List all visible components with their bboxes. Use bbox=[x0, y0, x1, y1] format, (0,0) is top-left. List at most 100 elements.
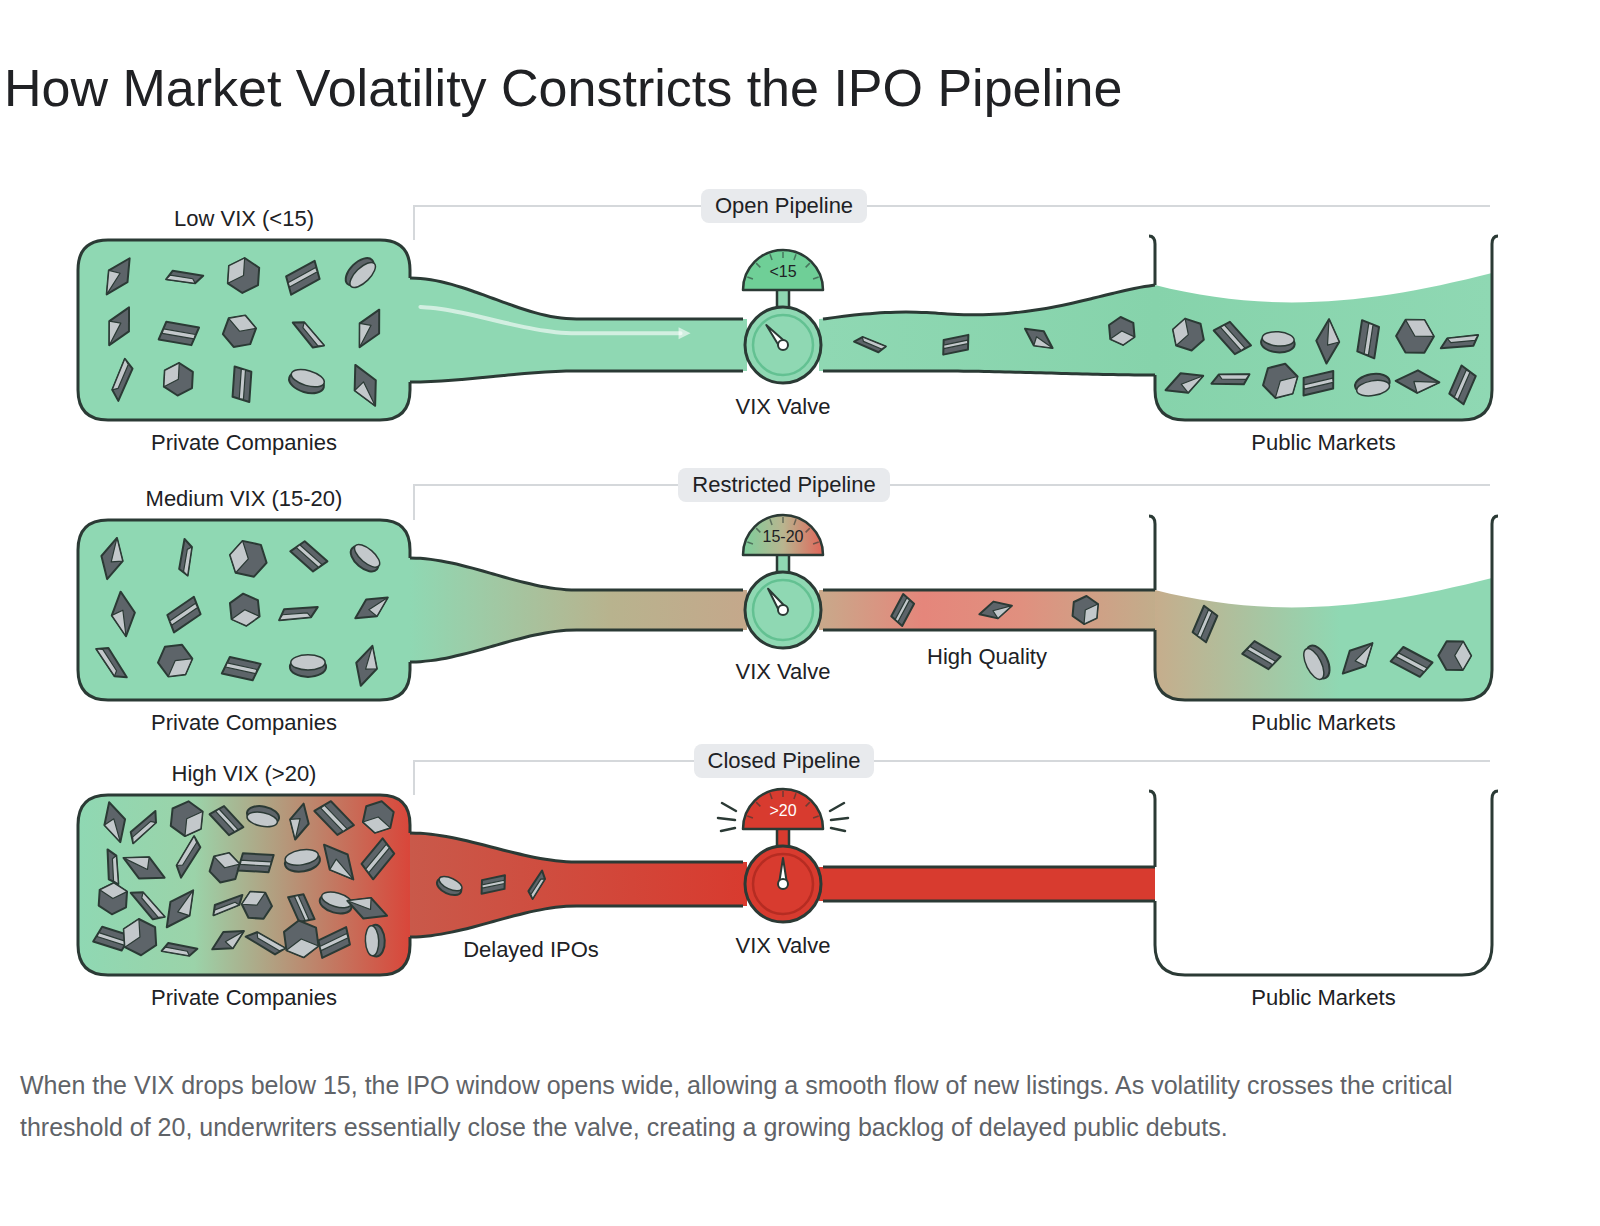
crystal bbox=[346, 540, 384, 576]
pipe-wall bbox=[823, 866, 1155, 869]
crystal-facet bbox=[1078, 600, 1103, 628]
tank-drawing bbox=[1155, 240, 1492, 420]
crystal bbox=[108, 849, 119, 884]
crystal-facet bbox=[129, 819, 157, 843]
crystal-body bbox=[157, 359, 200, 400]
valve-ring bbox=[753, 315, 813, 375]
crystal-body bbox=[153, 638, 198, 684]
crystal-facet bbox=[320, 805, 349, 832]
crystal-facet bbox=[96, 646, 118, 677]
crystal-facet bbox=[347, 890, 374, 909]
crystal bbox=[238, 886, 275, 925]
crystal-facet bbox=[1455, 641, 1472, 670]
crystal-facet bbox=[1303, 376, 1334, 390]
crystal-facet bbox=[227, 539, 252, 575]
crystal bbox=[163, 595, 205, 633]
crystal bbox=[177, 539, 194, 576]
crystal-facet bbox=[1246, 646, 1276, 665]
crystal-body bbox=[889, 593, 915, 626]
crystal-body bbox=[232, 366, 251, 402]
crystal-facet bbox=[895, 597, 910, 622]
crystal bbox=[287, 366, 328, 397]
crystal-body bbox=[1395, 370, 1439, 394]
pipeline-badge: Open Pipeline bbox=[701, 189, 867, 223]
crystal bbox=[283, 918, 320, 959]
crystal-body bbox=[282, 259, 325, 296]
tank-fill bbox=[78, 795, 410, 975]
crystal-body bbox=[1211, 373, 1249, 386]
crystal bbox=[1354, 371, 1392, 398]
crystal-body bbox=[98, 882, 127, 915]
crystal bbox=[1357, 320, 1380, 359]
crystal bbox=[1335, 635, 1380, 681]
crystal-facet bbox=[139, 891, 164, 921]
crystal bbox=[97, 535, 128, 581]
crystal-facet bbox=[1032, 337, 1053, 355]
crystal-body bbox=[293, 316, 324, 352]
crystal-facet bbox=[301, 321, 324, 349]
valve-label: VIX Valve bbox=[693, 659, 873, 685]
crystal-facet bbox=[169, 602, 198, 627]
pipeline-badge: Closed Pipeline bbox=[694, 744, 875, 778]
spark bbox=[722, 803, 736, 811]
tank-label: Public Markets bbox=[1155, 708, 1492, 738]
crystal-facet bbox=[284, 847, 320, 867]
crystal bbox=[1390, 645, 1433, 679]
crystal-body bbox=[358, 837, 397, 880]
crystal bbox=[341, 253, 380, 292]
crystal bbox=[526, 871, 549, 899]
crystal-body bbox=[977, 597, 1014, 622]
crystal bbox=[99, 302, 138, 350]
crystal-group bbox=[1162, 312, 1479, 405]
crystal-facet bbox=[240, 860, 271, 866]
crystal-body bbox=[1242, 639, 1282, 672]
crystal-body bbox=[350, 643, 382, 689]
pipe-wall bbox=[410, 371, 743, 382]
dial-tick bbox=[756, 263, 760, 267]
crystal bbox=[314, 926, 354, 960]
crystal-group bbox=[96, 535, 393, 688]
dial-tick bbox=[770, 519, 772, 525]
crystal-body bbox=[163, 595, 205, 633]
crystal-facet bbox=[369, 598, 393, 618]
dial-tick bbox=[756, 802, 760, 806]
crystal-body bbox=[1448, 365, 1478, 405]
crystal-body bbox=[345, 360, 386, 411]
crystal-group bbox=[93, 796, 398, 959]
needle-hub bbox=[778, 879, 788, 889]
crystal-facet bbox=[163, 652, 197, 684]
crystal-group bbox=[1191, 605, 1471, 683]
crystal-facet bbox=[221, 253, 252, 288]
public-tank: Public Markets bbox=[1155, 795, 1492, 1013]
crystal-facet bbox=[112, 856, 118, 885]
crystal bbox=[209, 803, 245, 839]
crystal-facet bbox=[327, 859, 353, 887]
crystal bbox=[1242, 639, 1282, 672]
crystal bbox=[940, 334, 972, 356]
crystal bbox=[315, 837, 362, 887]
crystal bbox=[293, 316, 324, 352]
liquid bbox=[1155, 273, 1492, 420]
crystal bbox=[153, 638, 198, 684]
pipe-wall bbox=[410, 833, 743, 862]
crystal-body bbox=[238, 853, 274, 872]
bracket bbox=[414, 206, 1490, 240]
crystal bbox=[238, 853, 274, 872]
dial-tick bbox=[782, 517, 784, 523]
pipe-wall bbox=[823, 371, 1155, 375]
crystal-facet bbox=[1355, 378, 1390, 398]
pipe-wall bbox=[410, 558, 743, 590]
crystal-facet bbox=[103, 819, 120, 845]
crystal-body bbox=[209, 803, 245, 839]
dial-reading: >20 bbox=[743, 789, 823, 829]
crystal bbox=[1299, 642, 1334, 683]
dial-tick bbox=[770, 254, 772, 260]
crystal-body bbox=[1335, 635, 1380, 681]
crystal-body bbox=[314, 926, 354, 960]
needle-hub bbox=[778, 340, 788, 350]
bracket bbox=[414, 761, 1490, 795]
diagram-caption: When the VIX drops below 15, the IPO win… bbox=[20, 1064, 1560, 1148]
dial-tick bbox=[782, 252, 784, 258]
crystal bbox=[290, 655, 326, 677]
